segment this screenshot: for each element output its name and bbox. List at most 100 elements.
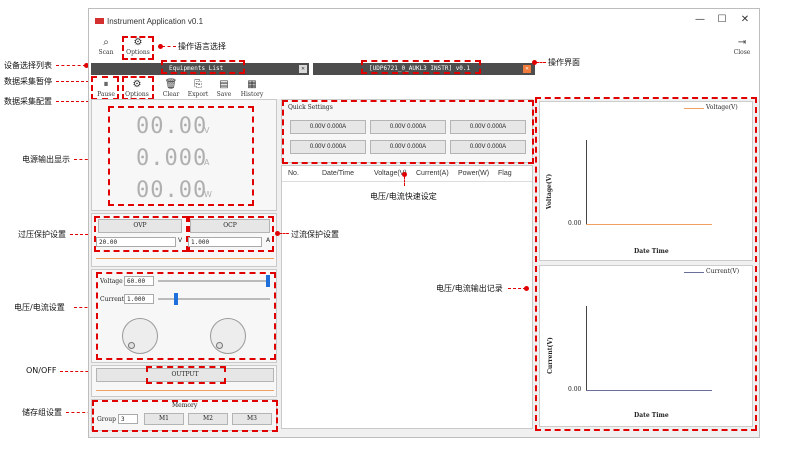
ocp-button[interactable]: OCP	[190, 219, 270, 233]
annotation-op-ui: 操作界面	[548, 58, 580, 67]
export-button[interactable]: ⎘ Export	[183, 79, 213, 98]
voltage-knob[interactable]	[122, 318, 158, 354]
protection-divider	[96, 258, 274, 259]
output-button[interactable]: OUTPUT	[96, 368, 274, 382]
pause-button[interactable]: ⏸ Pause	[91, 79, 121, 98]
acq-options-button[interactable]: ⚙ Options	[122, 79, 152, 98]
annotation-line	[162, 46, 176, 47]
close-label: Close	[733, 49, 751, 56]
current-unit: A	[204, 158, 210, 167]
scan-button[interactable]: ⌕ Scan	[91, 37, 121, 56]
voltage-slider-handle[interactable]	[266, 275, 270, 287]
acq-options-label: Options	[125, 91, 149, 98]
current-legend: Current(V)	[706, 268, 740, 275]
voltage-label: Voltage	[100, 278, 123, 285]
output-panel: OUTPUT	[91, 365, 277, 397]
annotation-dot	[158, 44, 163, 49]
annotation-power-display: 电源输出显示	[22, 155, 70, 164]
power-unit: W	[204, 190, 212, 199]
current-spinbox[interactable]: 1.000	[124, 294, 154, 304]
m3-button[interactable]: M3	[232, 413, 272, 425]
voltage-slider[interactable]	[158, 280, 270, 282]
quick-settings-panel: Quick Settings 0.00V 0.000A 0.00V 0.000A…	[281, 99, 534, 164]
options-button[interactable]: ⚙ Options	[123, 37, 153, 56]
maximize-button[interactable]: ☐	[717, 14, 727, 25]
export-icon: ⎘	[194, 79, 202, 90]
app-logo	[95, 18, 104, 24]
ovp-input[interactable]: 20.00	[96, 237, 176, 247]
m1-button[interactable]: M1	[144, 413, 184, 425]
charts-highlight	[535, 97, 757, 431]
current-knob[interactable]	[210, 318, 246, 354]
voltage-ylabel: Voltage(V)	[546, 173, 554, 210]
quick-setting-button[interactable]: 0.00V 0.000A	[370, 120, 446, 134]
annotation-line	[66, 412, 96, 413]
column-header[interactable]: No.	[288, 170, 299, 177]
memory-highlight	[92, 400, 278, 432]
quick-setting-button[interactable]: 0.00V 0.000A	[290, 140, 366, 154]
scan-label: Scan	[98, 49, 114, 56]
column-header[interactable]: Power(W)	[458, 170, 490, 177]
tab-close-icon[interactable]: ✕	[523, 65, 531, 73]
ocp-input[interactable]: 1.000	[188, 237, 262, 247]
tab-equipments-list[interactable]: Equipments List ✕	[91, 63, 309, 75]
y-axis	[586, 140, 587, 224]
voltage-ytick: 0.00	[568, 220, 582, 227]
data-toolbar: ⏸ Pause ⚙ Options 🗑 Clear ⎘ Export ▤ Sav…	[89, 76, 759, 100]
current-slider[interactable]	[158, 298, 270, 300]
current-xlabel: Date Time	[634, 412, 669, 419]
quick-setting-button[interactable]: 0.00V 0.000A	[450, 120, 526, 134]
group-select[interactable]: 3	[118, 414, 138, 424]
history-button[interactable]: ▦ History	[237, 79, 267, 98]
save-button[interactable]: ▤ Save	[209, 79, 239, 98]
pause-icon: ⏸	[103, 79, 109, 90]
clear-label: Clear	[162, 91, 180, 98]
chart-legend-line	[684, 108, 704, 109]
save-icon: ▤	[219, 79, 229, 90]
annotation-line	[74, 307, 98, 308]
main-toolbar: ⌕ Scan ⚙ Options ⇥ Close	[89, 35, 759, 61]
column-header[interactable]: Flag	[498, 170, 512, 177]
history-icon: ▦	[247, 79, 257, 90]
annotation-line	[536, 62, 546, 63]
current-readout: 0.000	[136, 146, 208, 171]
column-header[interactable]: Date/Time	[322, 170, 355, 177]
pause-label: Pause	[97, 91, 115, 98]
current-chart: Current(V) Current(V) 0.00 Date Time	[539, 265, 753, 427]
quick-setting-button[interactable]: 0.00V 0.000A	[370, 140, 446, 154]
record-table: No. Date/Time Voltage(V) Current(A) Powe…	[281, 165, 533, 429]
annotation-device-list: 设备选择列表	[4, 61, 52, 70]
output-highlight	[146, 366, 226, 384]
annotation-line	[56, 65, 86, 66]
current-slider-handle[interactable]	[174, 293, 179, 305]
close-app-button[interactable]: ⇥ Close	[727, 37, 757, 56]
ovp-button[interactable]: OVP	[98, 219, 182, 233]
device-tab-highlight	[361, 60, 481, 74]
column-header[interactable]: Voltage(V)	[374, 170, 407, 177]
column-header[interactable]: Current(A)	[416, 170, 449, 177]
annotation-dot	[84, 63, 89, 68]
annotation-line	[279, 233, 289, 234]
annotation-ocp: 过流保护设置	[291, 230, 339, 239]
export-label: Export	[187, 91, 209, 98]
quick-setting-button[interactable]: 0.00V 0.000A	[290, 120, 366, 134]
tab-close-icon[interactable]: ✕	[299, 65, 307, 73]
close-window-button[interactable]: ✕	[740, 14, 750, 25]
annotation-dot	[532, 60, 537, 65]
m2-button[interactable]: M2	[188, 413, 228, 425]
tab-device-label: [UDP6721_0_AUKL3 INSTR] v0.1	[369, 65, 471, 72]
chart-legend-line	[684, 272, 704, 273]
clear-button[interactable]: 🗑 Clear	[156, 79, 186, 98]
quick-setting-button[interactable]: 0.00V 0.000A	[450, 140, 526, 154]
annotation-lang: 操作语言选择	[178, 42, 226, 51]
voltage-spinbox[interactable]: 60.00	[124, 276, 154, 286]
x-axis	[586, 224, 712, 225]
minimize-button[interactable]: —	[695, 14, 705, 25]
voltage-legend: Voltage(V)	[706, 104, 738, 111]
power-readout: 00.00	[136, 178, 208, 203]
current-ylabel: Current(V)	[546, 337, 554, 374]
knob-indicator	[216, 342, 223, 349]
ocp-highlight	[188, 216, 274, 252]
vi-setting-panel: Voltage 60.00 Current 1.000	[91, 269, 277, 363]
protection-panel: OVP OCP 20.00 V 1.000 A	[91, 213, 277, 267]
